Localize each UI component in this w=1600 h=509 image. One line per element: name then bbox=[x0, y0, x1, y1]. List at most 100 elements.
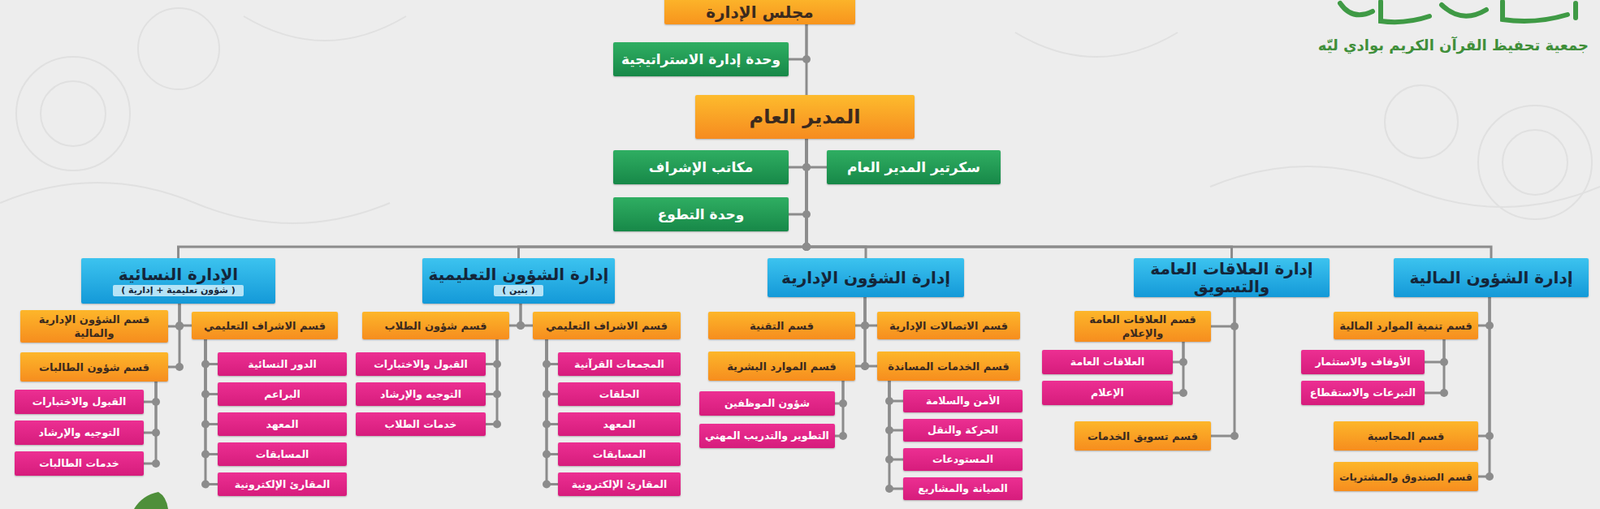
connector-line bbox=[205, 339, 218, 485]
subunit-box: الأمن والسلامة bbox=[903, 389, 1023, 413]
connector-line bbox=[178, 138, 808, 259]
box-title: المسابقات bbox=[592, 448, 647, 462]
subunit-box: المعهد bbox=[217, 412, 347, 437]
subunit-box: التبرعات والاستقطاع bbox=[1301, 380, 1425, 406]
subunit-box: خدمات الطلاب bbox=[355, 412, 486, 437]
section-box: قسم تنمية الموارد المالية bbox=[1333, 311, 1479, 340]
junction-dot bbox=[516, 321, 525, 330]
connector-line bbox=[806, 138, 1233, 259]
org-connector bbox=[509, 303, 525, 330]
junction-dot bbox=[885, 484, 894, 493]
subunit-box: التوجيه والإرشاد bbox=[14, 420, 144, 446]
box-title: شؤون الموظفين bbox=[724, 397, 810, 411]
box-title: المستودعات bbox=[932, 453, 994, 467]
box-title: التوجيه والإرشاد bbox=[380, 388, 462, 402]
junction-dot bbox=[175, 363, 184, 372]
org-connector bbox=[178, 138, 812, 259]
department-box: إدارة الشؤون التعليمية( بنين ) bbox=[422, 258, 615, 304]
connector-line bbox=[889, 380, 904, 431]
box-title: قسم شؤون الطلاب bbox=[384, 319, 487, 333]
subunit-box: الإعلام bbox=[1042, 380, 1173, 406]
department-box: إدارة العلاقات العامة والتسويق bbox=[1133, 258, 1330, 298]
connector-line bbox=[1424, 339, 1445, 394]
section-box: قسم شؤون الطلاب bbox=[362, 311, 510, 340]
box-title: الحركة والنقل bbox=[927, 423, 999, 437]
section-box: قسم الاتصالات الإدارية bbox=[877, 311, 1021, 340]
box-title: إدارة الشؤون التعليمية bbox=[428, 265, 610, 284]
section-box: قسم شؤون الطالبات bbox=[20, 352, 169, 382]
section-box: قسم الاشراف التعليمي bbox=[191, 311, 338, 340]
connector-line bbox=[546, 339, 558, 455]
connector-line bbox=[788, 138, 807, 215]
subunit-box: الأوقاف والاستثمار bbox=[1301, 350, 1425, 375]
org-connector bbox=[168, 303, 184, 331]
connector-line bbox=[205, 339, 218, 425]
connector-line bbox=[889, 380, 904, 460]
org-connector bbox=[885, 380, 904, 406]
org-connector bbox=[1210, 297, 1239, 441]
box-title: خدمات الطالبات bbox=[38, 457, 119, 471]
org-connector bbox=[143, 381, 160, 437]
org-connector bbox=[542, 339, 558, 399]
org-connector bbox=[485, 339, 502, 429]
org-connector bbox=[542, 339, 558, 429]
junction-dot bbox=[1179, 389, 1188, 398]
connector-line bbox=[485, 339, 498, 395]
box-title: المعهد bbox=[266, 418, 299, 432]
box-title: إدارة الشؤون الإدارية bbox=[781, 268, 951, 287]
section-box: قسم الاشراف التعليمي bbox=[532, 311, 681, 340]
section-box: قسم الشؤون الإدارية والمالية bbox=[20, 310, 169, 343]
box-title: العلاقات العامة bbox=[1070, 355, 1145, 369]
box-title: مجلس الإدارة bbox=[705, 2, 813, 22]
unit-box: مكاتب الإشراف bbox=[613, 150, 789, 185]
box-title: المعهد bbox=[603, 418, 636, 432]
connector-line bbox=[1210, 297, 1235, 327]
box-title: التبرعات والاستقطاع bbox=[1310, 386, 1416, 400]
connector-line bbox=[805, 24, 809, 96]
org-connector bbox=[802, 138, 1492, 259]
junction-dot bbox=[1440, 389, 1449, 398]
org-connector bbox=[201, 339, 218, 369]
box-title: إدارة الشؤون المالية bbox=[1409, 268, 1573, 287]
box-title: قسم الاشراف التعليمي bbox=[203, 319, 326, 333]
box-title: قسم الموارد البشرية bbox=[726, 359, 837, 374]
junction-dot bbox=[1230, 432, 1239, 441]
junction-dot bbox=[542, 480, 551, 489]
section-box: قسم تسويق الخدمات bbox=[1074, 421, 1211, 451]
org-connector bbox=[855, 297, 870, 330]
section-box: قسم العلاقات العامة والإعلام bbox=[1074, 311, 1211, 342]
connector-line bbox=[518, 138, 808, 259]
org-connector bbox=[806, 24, 808, 96]
box-title: خدمات الطلاب bbox=[384, 418, 458, 432]
section-box: قسم الخدمات المساندة bbox=[877, 351, 1021, 381]
org-connector bbox=[518, 138, 812, 259]
junction-dot bbox=[802, 242, 811, 251]
subunit-box: الحلقات bbox=[557, 382, 681, 407]
subunit-box: العلاقات العامة bbox=[1042, 350, 1173, 375]
subunit-box: البراعم bbox=[217, 382, 347, 407]
connector-line bbox=[546, 339, 558, 365]
org-connector bbox=[542, 339, 558, 489]
section-box: قسم التقنية bbox=[708, 311, 856, 340]
subunit-box: المقارئ الإلكترونية bbox=[217, 472, 347, 497]
connector-line bbox=[546, 339, 558, 395]
org-connector bbox=[855, 297, 870, 371]
connector-line bbox=[485, 339, 498, 365]
subunit-box: القبول والاختبارات bbox=[355, 352, 486, 377]
junction-dot bbox=[201, 480, 210, 489]
subunit-box: شؤون الموظفين bbox=[699, 391, 835, 416]
org-connector bbox=[1172, 341, 1188, 398]
board-box: مجلس الإدارة bbox=[664, 0, 856, 25]
department-box: الإدارة النسائية( شؤون تعليمية + إدارية … bbox=[81, 258, 276, 304]
org-connector bbox=[885, 380, 904, 464]
box-title: القبول والاختبارات bbox=[373, 358, 468, 372]
box-title: القبول والاختبارات bbox=[32, 395, 126, 409]
org-connector bbox=[1478, 297, 1494, 481]
box-title: قسم الاتصالات الإدارية bbox=[889, 319, 1008, 333]
junction-dot bbox=[1485, 472, 1494, 481]
junction-dot bbox=[492, 420, 502, 429]
logo-mark bbox=[1340, 1, 1576, 22]
